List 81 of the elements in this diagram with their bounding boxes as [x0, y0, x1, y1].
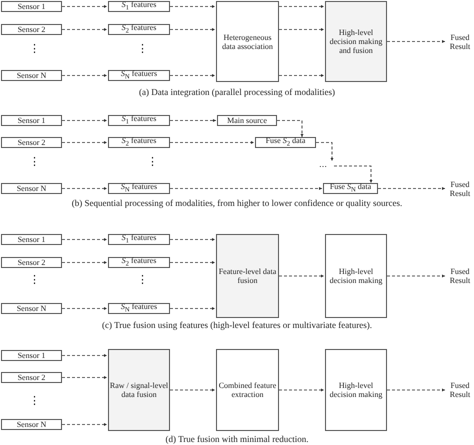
process-box: Raw / signal-level data fusion	[108, 349, 170, 431]
ellipsis-mark: ⋮	[147, 157, 158, 167]
process-box: S$_{1}$ features	[108, 234, 170, 245]
process-box: Sensor N	[1, 303, 62, 314]
process-box: Fuse S$_{2}$ data	[255, 137, 316, 148]
arrow	[378, 186, 446, 190]
arrow	[62, 422, 108, 426]
process-box: S$_{2}$ features	[108, 257, 170, 268]
arrow	[62, 376, 108, 380]
arrow	[62, 260, 108, 264]
arrow	[278, 388, 324, 392]
arrow	[62, 306, 108, 310]
process-box: Sensor 2	[1, 137, 62, 148]
arrow	[62, 186, 108, 190]
arrow	[62, 74, 108, 78]
process-box: Fuse S$_{N}$ data	[323, 183, 378, 194]
arrow	[62, 28, 108, 32]
ellipsis-mark: ⋮	[137, 44, 148, 54]
process-box: Sensor 1	[1, 234, 62, 245]
process-box: Feature-level data fusion	[216, 234, 279, 318]
arrow	[62, 238, 108, 242]
node-text: ⋯	[312, 161, 334, 171]
arrow	[170, 28, 216, 32]
process-box: High-level decision making	[325, 234, 387, 318]
arrow	[386, 388, 446, 392]
arrow	[170, 4, 216, 8]
arrow	[62, 4, 108, 8]
caption: (d) True fusion with minimal reduction.	[166, 434, 308, 444]
process-box: High-level decision making and fusion	[325, 1, 387, 82]
process-box: S$_{1}$ features	[108, 1, 170, 12]
arrow	[278, 28, 324, 32]
arrow	[62, 118, 108, 122]
process-box: Sensor N	[1, 70, 62, 81]
process-box: S$_{N}$ featuers	[108, 70, 170, 81]
ellipsis-mark: ⋮	[29, 157, 40, 167]
caption: (c) True fusion using features (high-level features or multivariate features).	[102, 320, 372, 330]
arrow	[170, 118, 216, 122]
process-box: S$_{2}$ features	[108, 137, 170, 148]
process-box: Sensor 2	[1, 372, 62, 383]
arrow	[334, 166, 373, 184]
ellipsis-mark: ⋮	[29, 396, 40, 406]
arrow	[278, 74, 324, 78]
process-box: S$_{N}$ features	[108, 183, 170, 194]
process-box: Sensor N	[1, 419, 62, 430]
arrow	[276, 120, 304, 138]
ellipsis-mark: ⋮	[29, 44, 40, 54]
arrow	[278, 4, 324, 8]
process-box: High-level decision making	[325, 349, 387, 431]
process-box: Heterogeneous data association	[216, 1, 279, 82]
arrow	[170, 238, 216, 242]
process-box: Combined feature extraction	[216, 349, 279, 431]
node-text: Fused Result	[446, 265, 474, 287]
process-box: S$_{1}$ features	[108, 115, 170, 126]
arrow	[170, 260, 216, 264]
caption: (b) Sequential processing of modalities, from higher to lower confidence or quality sources.	[72, 198, 402, 208]
node-text: Fused Result	[446, 31, 474, 53]
arrow	[170, 186, 322, 190]
arrow	[170, 74, 216, 78]
process-box: Main source	[217, 115, 277, 126]
process-box: Sensor 1	[1, 1, 62, 12]
arrow	[170, 306, 216, 310]
process-box: S$_{2}$ features	[108, 24, 170, 35]
process-box: Sensor 2	[1, 24, 62, 35]
arrow	[170, 140, 254, 144]
process-box: Sensor 1	[1, 115, 62, 126]
arrow	[62, 140, 108, 144]
arrow	[386, 40, 446, 44]
arrow	[170, 388, 216, 392]
process-box: Sensor N	[1, 183, 62, 194]
arrow	[278, 274, 324, 278]
caption: (a) Data integration (parallel processing of modalities)	[139, 87, 335, 97]
arrow	[386, 274, 446, 278]
node-text: Fused Result	[446, 178, 474, 200]
ellipsis-mark: ⋮	[137, 275, 148, 285]
arrow	[316, 142, 334, 162]
process-box: S$_{N}$ features	[108, 303, 170, 314]
process-box: Sensor 2	[1, 257, 62, 268]
node-text: Fused Result	[446, 379, 474, 401]
process-box: Sensor 1	[1, 350, 62, 361]
arrow	[62, 354, 108, 358]
ellipsis-mark: ⋮	[29, 275, 40, 285]
